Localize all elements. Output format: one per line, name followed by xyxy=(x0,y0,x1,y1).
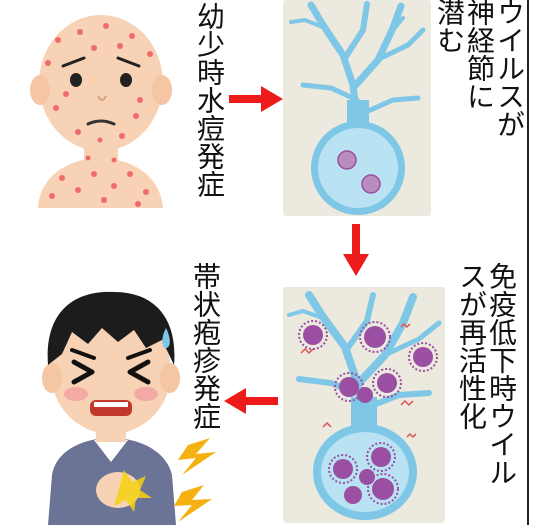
label-childhood-chickenpox: 幼少時水痘発症 xyxy=(194,2,224,198)
label-line-3: 潜む xyxy=(434,0,464,54)
nerve-cell-active-virus xyxy=(283,287,445,523)
man-shingles-pain-figure xyxy=(6,270,221,525)
label-virus-hides-in-nerve: ウイルスが 神経節に 潜む xyxy=(434,0,526,216)
label-line-2: 神経節に xyxy=(464,0,494,110)
arrow-left-icon xyxy=(224,388,278,414)
label-line-1: ウイルスが xyxy=(494,0,524,138)
diagram-frame: 幼少時水痘発症 ウイルスが xyxy=(0,0,529,525)
arrow-down-icon xyxy=(343,224,369,276)
label-reactivation-low-immunity: 免疫低下時ウイル スが再活性化 xyxy=(452,262,526,524)
label-line-1: 免疫低下時ウイル xyxy=(486,262,516,486)
arrow-right-icon xyxy=(229,86,283,112)
nerve-cell-dormant-virus xyxy=(283,0,431,216)
child-chickenpox-figure xyxy=(18,8,183,208)
label-line-2: スが再活性化 xyxy=(456,262,486,430)
